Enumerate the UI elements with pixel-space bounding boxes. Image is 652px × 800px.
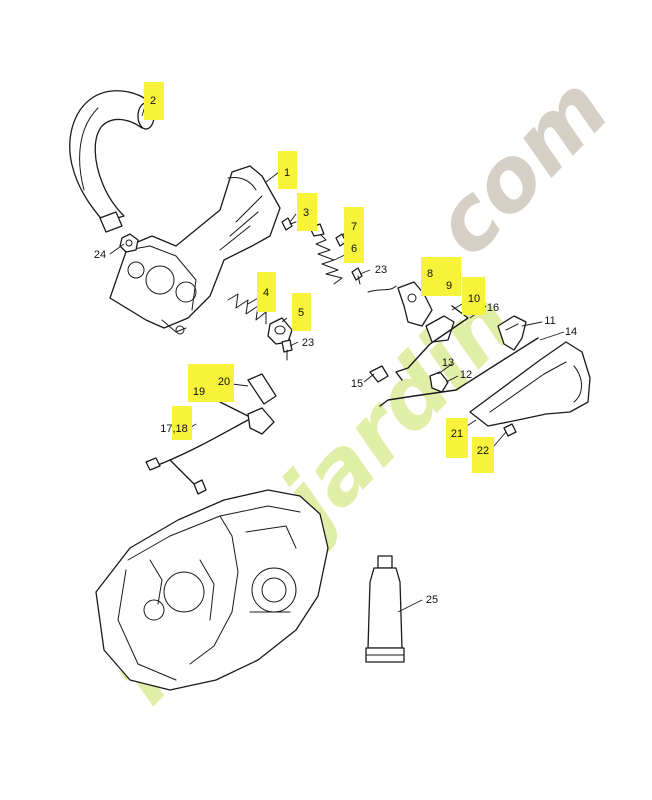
callout-10: 10 bbox=[468, 293, 480, 305]
callout-highlight-21 bbox=[446, 418, 468, 458]
part-24-nut bbox=[119, 233, 139, 253]
callout-3: 3 bbox=[303, 207, 309, 219]
callout-17-18: 17,18 bbox=[160, 423, 188, 435]
callout-highlight-3 bbox=[297, 193, 317, 231]
part-11-switch-lever bbox=[497, 315, 527, 351]
part-1-handle-housing bbox=[109, 165, 281, 335]
callout-highlight-22 bbox=[472, 437, 494, 473]
callout-2: 2 bbox=[150, 95, 156, 107]
part-23-screw-upper bbox=[351, 267, 363, 285]
part-25-grease-tube bbox=[365, 555, 405, 663]
callout-21: 21 bbox=[451, 428, 463, 440]
callout-12: 12 bbox=[460, 369, 472, 381]
part-10-rod bbox=[395, 305, 469, 381]
part-21-handle-cover bbox=[469, 341, 591, 427]
part-15-clip bbox=[369, 365, 389, 383]
callout-8: 8 bbox=[427, 268, 433, 280]
callout-highlight-19-20 bbox=[188, 364, 234, 402]
part-8-9-trigger bbox=[367, 281, 433, 327]
callout-25: 25 bbox=[426, 594, 438, 606]
callout-11: 11 bbox=[544, 315, 555, 327]
callout-highlights bbox=[144, 82, 494, 473]
callout-highlight-5 bbox=[292, 293, 311, 331]
callout-16: 16 bbox=[487, 302, 499, 314]
callout-6: 6 bbox=[351, 243, 357, 255]
part-17-19-harness bbox=[145, 401, 275, 495]
part-20-switch bbox=[247, 373, 277, 405]
callout-14: 14 bbox=[565, 326, 577, 338]
part-12-13-bracket bbox=[429, 371, 449, 393]
callout-22: 22 bbox=[477, 445, 489, 457]
callout-20: 20 bbox=[218, 376, 230, 388]
callout-7: 7 bbox=[351, 221, 357, 233]
part-16-lever bbox=[425, 315, 455, 343]
callout-5: 5 bbox=[298, 307, 304, 319]
callout-24: 24 bbox=[94, 249, 106, 261]
callout-highlight-7-6 bbox=[344, 207, 364, 263]
callout-highlight-17-18 bbox=[172, 406, 192, 440]
part-14-lever-rod bbox=[379, 337, 539, 407]
callout-1: 1 bbox=[284, 167, 290, 179]
callout-13: 13 bbox=[442, 357, 454, 369]
part-6-spring bbox=[309, 223, 343, 285]
part-22-screw bbox=[503, 423, 517, 437]
callout-highlight-4 bbox=[257, 272, 276, 312]
callout-highlight-10 bbox=[462, 277, 485, 315]
callout-23-upper: 23 bbox=[375, 264, 387, 276]
part-4-spring bbox=[227, 293, 267, 325]
callout-highlight-2 bbox=[144, 82, 164, 120]
part-2-handlebar bbox=[69, 90, 155, 233]
callout-9: 9 bbox=[446, 280, 452, 292]
part-23-screw-lower bbox=[281, 339, 293, 361]
callout-19: 19 bbox=[193, 386, 205, 398]
callout-labels: 1 2 3 7 6 23 24 4 5 23 8 9 10 16 11 14 1… bbox=[94, 95, 577, 606]
engine-housing bbox=[95, 489, 329, 691]
part-3-screw bbox=[281, 217, 297, 231]
callout-23-lower: 23 bbox=[302, 337, 314, 349]
callout-15: 15 bbox=[351, 378, 363, 390]
callout-highlight-8-9 bbox=[421, 257, 461, 296]
callout-highlight-1 bbox=[278, 151, 297, 189]
callout-4: 4 bbox=[263, 287, 269, 299]
